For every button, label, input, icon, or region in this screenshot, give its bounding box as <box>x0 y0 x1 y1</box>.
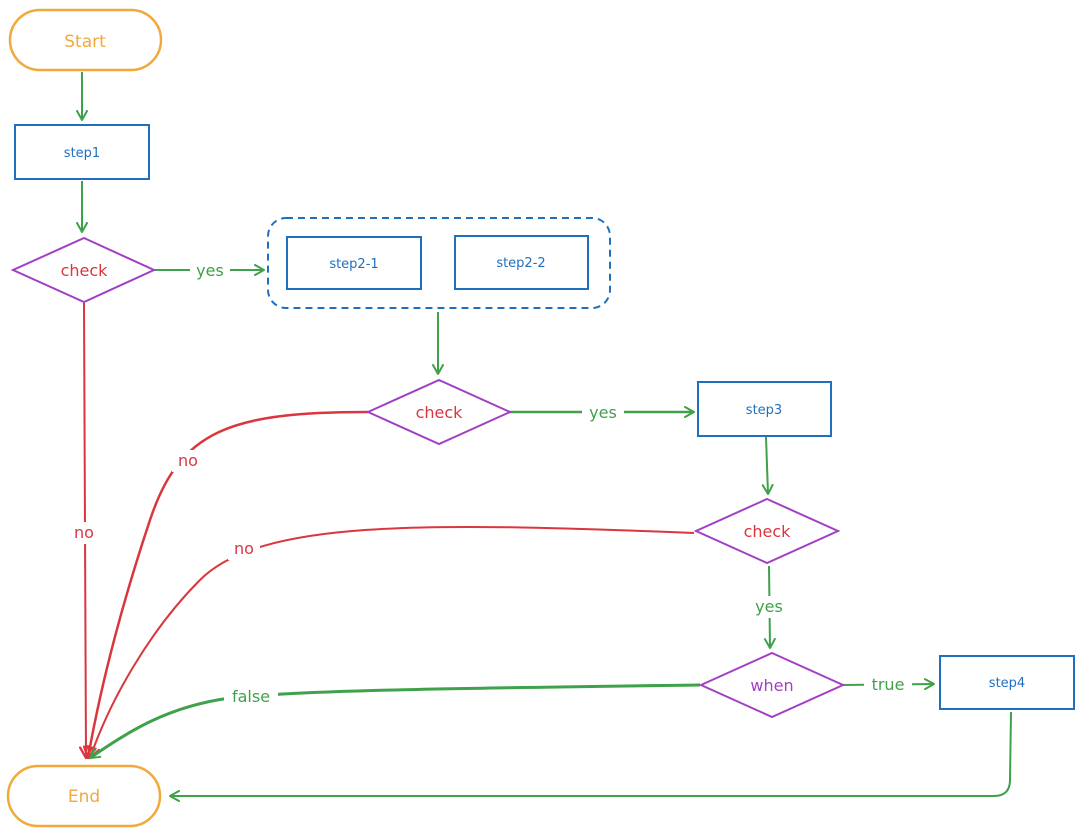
edge-step4-end <box>169 711 1012 802</box>
node-step2-1-label: step2-1 <box>329 257 378 272</box>
node-step3-label: step3 <box>746 403 782 418</box>
node-step2-1: step2-1 <box>286 236 422 290</box>
node-check3: check <box>693 497 841 565</box>
node-step1: step1 <box>14 124 150 180</box>
edge-check3-end <box>86 525 695 760</box>
node-when: when <box>698 651 846 719</box>
edge-when-end <box>89 683 701 760</box>
node-step2-2: step2-2 <box>454 235 589 290</box>
label-check2-yes: yes <box>589 403 617 422</box>
node-step2-2-label: step2-2 <box>496 256 545 271</box>
node-end: End <box>6 764 162 828</box>
label-check3-no: no <box>234 539 254 558</box>
node-check2-label: check <box>416 403 464 422</box>
label-check2-no: no <box>178 451 198 470</box>
node-start: Start <box>8 8 163 72</box>
node-step4: step4 <box>939 655 1075 710</box>
label-check1-yes: yes <box>196 261 224 280</box>
label-when-true: true <box>872 675 905 694</box>
node-start-label: Start <box>64 32 106 52</box>
node-check1: check <box>10 236 157 304</box>
node-step1-label: step1 <box>64 146 100 161</box>
label-check1-no: no <box>74 523 94 542</box>
label-when-false: false <box>232 687 270 706</box>
edge-step3-check3 <box>761 436 774 495</box>
label-check3-yes: yes <box>755 597 783 616</box>
group-step2: step2-1 step2-2 <box>267 217 611 309</box>
node-when-label: when <box>750 676 793 695</box>
node-check3-label: check <box>744 522 792 541</box>
node-check1-label: check <box>61 261 109 280</box>
node-step4-label: step4 <box>989 676 1025 691</box>
edge-check2-end <box>82 410 369 760</box>
node-step3: step3 <box>697 381 832 437</box>
node-end-label: End <box>68 787 100 807</box>
node-check2: check <box>365 378 513 446</box>
